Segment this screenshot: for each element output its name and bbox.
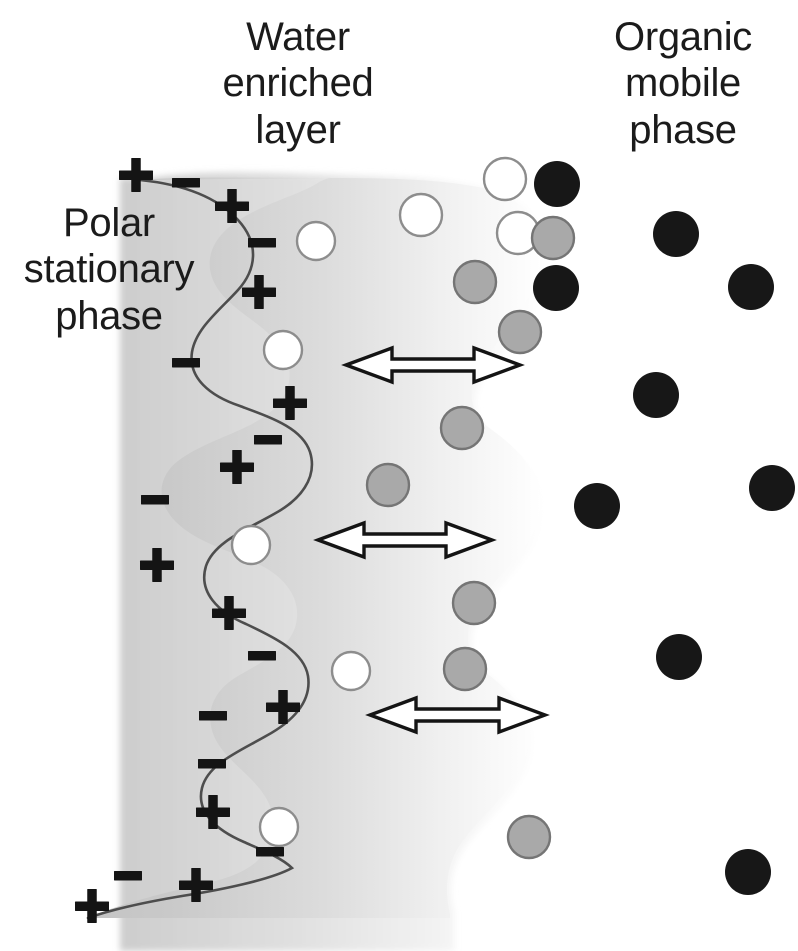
exchange-arrow-group xyxy=(313,345,550,735)
charge-symbol-minus xyxy=(141,495,169,505)
charge-symbol-plus xyxy=(196,795,230,829)
charge-symbol-plus xyxy=(215,189,249,223)
charge-symbol-minus xyxy=(114,871,142,881)
analyte-circle-gray xyxy=(451,580,497,626)
charge-symbol-plus xyxy=(179,868,213,902)
analyte-circle-black xyxy=(725,849,771,895)
analyte-circle-white xyxy=(330,650,372,692)
analyte-circle-black xyxy=(653,211,699,257)
analyte-circle-gray xyxy=(452,259,498,305)
analyte-circle-white xyxy=(230,524,272,566)
analyte-circle-gray xyxy=(439,405,485,451)
charge-symbol-plus xyxy=(273,386,307,420)
analyte-circle-white xyxy=(295,220,337,262)
charge-symbol-minus xyxy=(199,711,227,721)
label-organic-mobile-phase: Organic mobile phase xyxy=(614,15,752,152)
charge-symbol-plus xyxy=(140,548,174,582)
charge-symbol-minus xyxy=(256,847,284,857)
charge-symbol-plus xyxy=(75,889,109,923)
charge-symbol-minus xyxy=(248,238,276,248)
charge-symbol-minus xyxy=(172,358,200,368)
analyte-circle-black xyxy=(533,265,579,311)
analyte-circle-black xyxy=(534,161,580,207)
analyte-circle-gray-group xyxy=(365,215,576,860)
analyte-circle-black xyxy=(574,483,620,529)
analyte-circle-gray xyxy=(497,309,543,355)
label-polar-stationary-phase: Polar stationary phase xyxy=(23,201,195,338)
analyte-circle-white xyxy=(482,156,528,202)
analyte-circle-white xyxy=(262,329,304,371)
charge-symbol-plus xyxy=(242,275,276,309)
partition-arrow-top xyxy=(341,345,525,385)
analyte-circle-black xyxy=(728,264,774,310)
analyte-circle-gray xyxy=(442,646,488,692)
charge-symbol-minus xyxy=(254,435,282,445)
analyte-circle-white xyxy=(398,192,444,238)
charge-symbol-minus xyxy=(198,759,226,769)
charge-symbol-minus xyxy=(172,178,200,188)
analyte-circle-black xyxy=(633,372,679,418)
analyte-circle-black-group xyxy=(533,161,795,895)
analyte-circle-white xyxy=(258,806,300,848)
analyte-circle-black xyxy=(656,634,702,680)
charge-symbol-plus xyxy=(266,690,300,724)
partition-arrow-middle xyxy=(313,520,497,560)
analyte-circle-gray xyxy=(530,215,576,261)
analyte-circle-white-group xyxy=(230,156,541,848)
charge-symbol-plus xyxy=(220,450,254,484)
charge-symbol-plus xyxy=(119,158,153,192)
charge-symbol-group xyxy=(75,158,307,923)
partition-arrow-bottom xyxy=(365,695,550,735)
analyte-circle-gray xyxy=(506,814,552,860)
analyte-circle-black xyxy=(749,465,795,511)
label-water-enriched-layer: Water enriched layer xyxy=(222,15,374,152)
charge-symbol-plus xyxy=(212,596,246,630)
analyte-circle-gray xyxy=(365,462,411,508)
charge-symbol-minus xyxy=(248,651,276,661)
